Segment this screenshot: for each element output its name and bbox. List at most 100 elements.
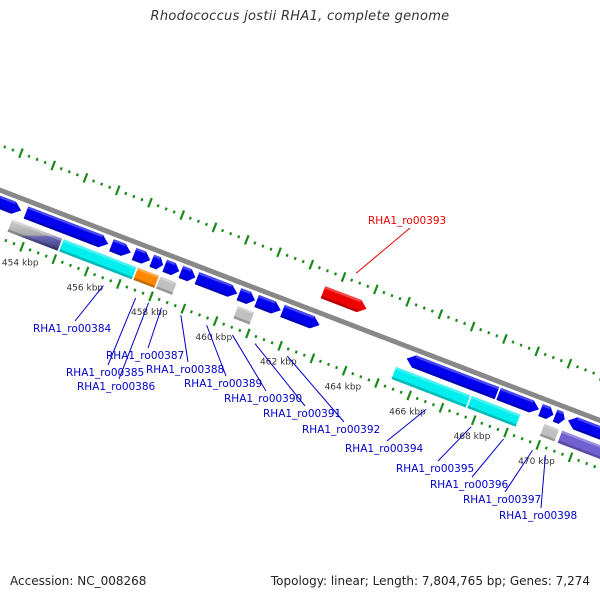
- gene-feature[interactable]: [467, 395, 521, 427]
- gene-highlight: [500, 387, 534, 403]
- gene-feature[interactable]: [0, 135, 22, 214]
- scale-label: 454 kbp: [2, 259, 39, 269]
- scale-minor-tick: [254, 334, 258, 339]
- gene-label-leader: [180, 315, 189, 363]
- scale-minor-tick: [447, 409, 452, 413]
- scale-minor-tick: [60, 260, 64, 264]
- gene-label-leaders: [74, 227, 546, 509]
- scale-major-tick: [406, 390, 413, 401]
- scale-minor-tick: [141, 291, 145, 295]
- scale-minor-tick: [391, 387, 395, 391]
- upper-minor-tick: [293, 256, 297, 261]
- scale-label: 466 kbp: [389, 407, 426, 417]
- gene-label-leader: [147, 307, 162, 349]
- gene-highlight: [159, 276, 177, 285]
- gene-feature[interactable]: [320, 286, 367, 313]
- scale-major-tick: [535, 439, 542, 451]
- gene-label[interactable]: RHA1_ro00396: [430, 479, 509, 491]
- gene-label[interactable]: RHA1_ro00385: [66, 367, 144, 379]
- upper-major-tick: [502, 333, 508, 345]
- gene-label-leader: [471, 438, 504, 478]
- gene-highlight: [561, 430, 600, 448]
- gene-feature[interactable]: [162, 259, 180, 276]
- gene-highlight: [576, 417, 600, 429]
- gene-feature[interactable]: [133, 267, 159, 288]
- gene-label-leader: [118, 302, 150, 380]
- gene-label[interactable]: RHA1_ro00392: [302, 424, 380, 436]
- gene-shadow: [280, 314, 311, 329]
- gene-label[interactable]: RHA1_ro00390: [224, 393, 302, 405]
- scale-minor-tick: [36, 251, 40, 255]
- upper-minor-tick: [204, 222, 208, 227]
- scale-minor-tick: [480, 421, 484, 425]
- gene-label[interactable]: RHA1_ro00391: [263, 408, 341, 420]
- gene-tracks: [0, 135, 600, 486]
- gene-feature[interactable]: [538, 403, 554, 419]
- scale-minor-tick: [12, 241, 16, 246]
- gene-label-leader: [437, 426, 472, 462]
- gene-shadow: [233, 315, 251, 325]
- gene-feature[interactable]: [233, 306, 255, 325]
- scale-minor-tick: [593, 464, 597, 469]
- gene-feature[interactable]: [194, 271, 238, 297]
- gene-shadow: [573, 427, 600, 440]
- gene-highlight: [237, 306, 255, 315]
- gene-feature[interactable]: [557, 430, 600, 486]
- gene-feature[interactable]: [539, 423, 560, 442]
- scale-label: 456 kbp: [66, 283, 103, 293]
- gene-shadow: [320, 295, 358, 313]
- upper-minor-tick: [543, 352, 547, 357]
- gene-feature[interactable]: [568, 417, 600, 469]
- gene-label[interactable]: RHA1_ro00395: [396, 463, 474, 475]
- gene-feature[interactable]: [59, 239, 137, 280]
- scale-minor-tick: [351, 372, 355, 376]
- gene-feature[interactable]: [496, 387, 539, 413]
- axis-frame: [0, 135, 600, 486]
- gene-feature[interactable]: [391, 366, 471, 408]
- gene-highlight: [542, 403, 551, 410]
- scale-minor-tick: [133, 288, 137, 292]
- gene-feature[interactable]: [236, 288, 256, 304]
- gene-feature[interactable]: [149, 254, 164, 270]
- scale-minor-tick: [76, 266, 81, 271]
- scale-minor-tick: [464, 415, 468, 419]
- gene-feature[interactable]: [280, 304, 320, 329]
- upper-minor-tick: [390, 293, 394, 298]
- gene-feature[interactable]: [406, 355, 500, 400]
- gene-label[interactable]: RHA1_ro00386: [77, 381, 156, 393]
- gene-label[interactable]: RHA1_ro00389: [184, 378, 262, 390]
- scale-minor-tick: [286, 347, 290, 351]
- gene-label[interactable]: RHA1_ro00397: [463, 494, 541, 506]
- gene-feature[interactable]: [131, 247, 151, 264]
- gene-feature[interactable]: [155, 276, 177, 295]
- scale-minor-tick: [294, 350, 298, 354]
- gene-feature[interactable]: [23, 206, 109, 248]
- upper-minor-tick: [301, 259, 305, 264]
- gene-shadow: [236, 297, 248, 304]
- gene-label[interactable]: RHA1_ro00388: [146, 364, 224, 376]
- gene-shadow: [557, 440, 600, 460]
- gene-highlight: [135, 247, 147, 254]
- gene-highlight: [283, 304, 315, 319]
- scale-minor-tick: [302, 353, 306, 357]
- gene-label[interactable]: RHA1_ro00384: [33, 323, 112, 335]
- upper-minor-tick: [358, 281, 362, 285]
- scale-minor-tick: [488, 424, 492, 429]
- scale-minor-tick: [383, 384, 387, 388]
- gene-feature[interactable]: [7, 219, 63, 251]
- gene-feature[interactable]: [109, 239, 131, 256]
- upper-minor-tick: [237, 235, 241, 239]
- gene-shadow: [162, 269, 172, 276]
- gene-label[interactable]: RHA1_ro00394: [345, 443, 424, 455]
- gene-shadow: [155, 286, 173, 295]
- gene-label[interactable]: RHA1_ro00387: [106, 350, 184, 362]
- gene-label[interactable]: RHA1_ro00398: [499, 510, 577, 522]
- gene-feature[interactable]: [254, 294, 281, 314]
- upper-minor-tick: [495, 334, 499, 338]
- scale-minor-tick: [423, 399, 427, 404]
- gene-label[interactable]: RHA1_ro00393: [368, 215, 446, 227]
- gene-feature[interactable]: [178, 265, 196, 282]
- gene-feature[interactable]: [552, 409, 565, 424]
- upper-major-tick: [114, 185, 121, 196]
- gene-shadow: [133, 277, 156, 288]
